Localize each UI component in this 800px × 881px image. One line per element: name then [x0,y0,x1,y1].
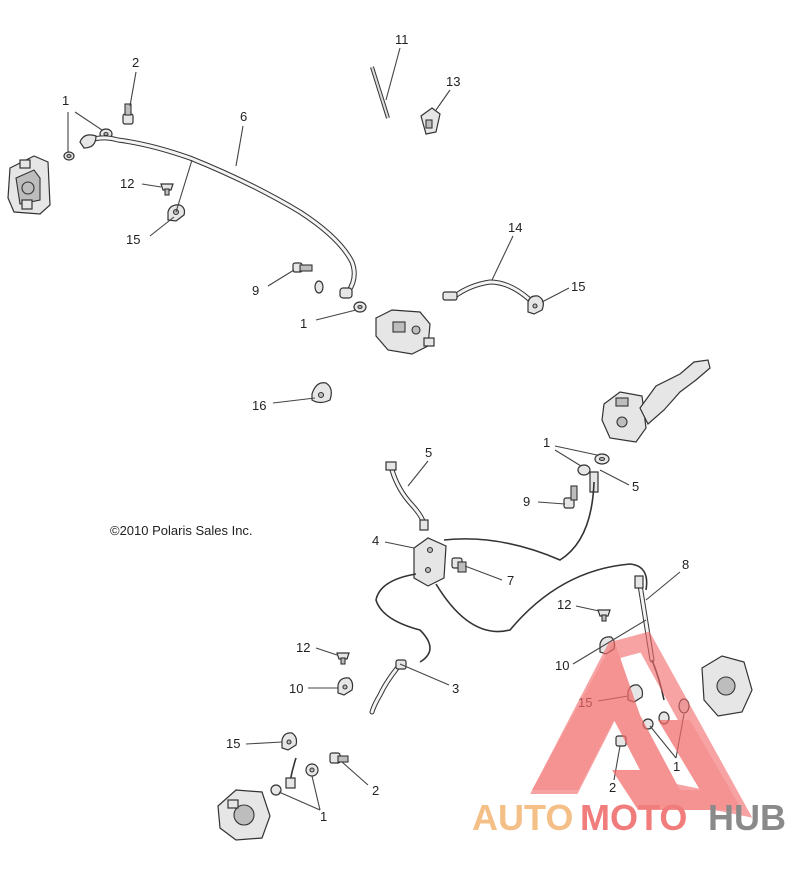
copyright-text: ©2010 Polaris Sales Inc. [110,523,253,538]
callout-4: 4 [372,533,379,548]
rear-right-caliper [701,655,753,717]
callout-10-right: 10 [555,658,569,673]
master-cylinder [375,309,435,355]
callout-13: 13 [446,74,460,89]
watermark-logo [530,631,753,818]
hose-3 [369,659,407,715]
watermark-auto: AUTO [472,797,573,838]
banjo-bolt-2-bottom [329,752,349,764]
callout-16: 16 [252,398,266,413]
callout-12-right: 12 [557,597,571,612]
callout-5-right: 5 [632,479,639,494]
banjo-bolt-9-top [292,262,313,273]
callout-10-left: 10 [289,681,303,696]
washer-1-top-left [63,151,75,161]
fitting-7 [451,557,467,573]
callout-8: 8 [682,557,689,572]
banjo-bolt-9-right [563,485,578,509]
callout-12-top: 12 [120,176,134,191]
washer-1-master [353,301,367,313]
line-block-to-left [375,573,431,663]
clip-10-left [337,677,354,696]
line-block-to-lower-right [435,563,648,633]
callout-1-right-lower: 1 [673,759,680,774]
banjo-bolt-2-top [122,103,134,125]
rod-11 [370,66,390,119]
line-5-mid [385,461,429,531]
washer-master-b [314,280,324,294]
fitting-13 [420,107,441,135]
washer-1-bottom-left-b [305,763,319,777]
watermark-triangle-inner [530,631,753,818]
clip-15-bottom-left [281,732,298,751]
watermark-brand: AUTO MOTO HUB [472,797,786,838]
callout-15-top: 15 [126,232,140,247]
clip-15-right [527,295,544,315]
rear-left-caliper [217,789,271,841]
callout-5-mid: 5 [425,445,432,460]
clip-15-top [167,204,186,222]
callout-15-bottom-left: 15 [226,736,240,751]
brake-line-6 [79,134,357,299]
callout-2-right-lower: 2 [609,780,616,795]
leader-lines [67,47,685,811]
washer-1-bottom-left [270,784,282,796]
callout-12-mid: 12 [296,640,310,655]
callout-14: 14 [508,220,522,235]
hose-14 [442,279,533,303]
rear-master-lever [601,359,711,443]
washer-1-right [594,453,610,465]
callout-3: 3 [452,681,459,696]
front-left-caliper [7,155,51,215]
clamp-16 [311,382,332,404]
callout-2-top: 2 [132,55,139,70]
callout-1-right: 1 [543,435,550,450]
distribution-block-4 [413,537,447,587]
rivet-12-top [160,183,174,196]
line-block-to-right [443,481,595,561]
callout-15-right: 15 [571,279,585,294]
rivet-12-mid [336,652,350,665]
watermark-hub: HUB [708,797,786,838]
callout-1-top-left: 1 [62,93,69,108]
callout-9-right: 9 [523,494,530,509]
watermark-moto: MOTO [580,797,687,838]
callout-7: 7 [507,573,514,588]
callout-11: 11 [395,32,409,47]
bottom-left-hose [285,757,297,789]
callout-2-bottom-left: 2 [372,783,379,798]
callout-9-top: 9 [252,283,259,298]
callout-1-master: 1 [300,316,307,331]
washer-right-b [577,464,591,476]
rivet-12-right [597,609,611,622]
callout-6: 6 [240,109,247,124]
callout-1-bottom-left: 1 [320,809,327,824]
